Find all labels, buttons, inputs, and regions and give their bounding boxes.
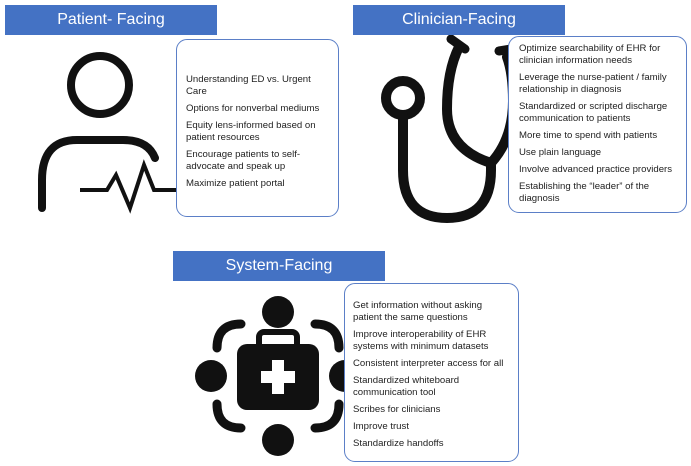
list-item: Consistent interpreter access for all [353, 358, 504, 369]
list-item: Leverage the nurse-patient / family rela… [519, 72, 667, 95]
list-item: Maximize patient portal [186, 178, 285, 189]
system-facing-banner: System-Facing [173, 251, 385, 281]
medical-kit-network-icon [195, 296, 361, 456]
stethoscope-icon [381, 35, 519, 224]
list-item: Standardized or scripted discharge commu… [519, 101, 668, 124]
list-item: Involve advanced practice providers [519, 164, 673, 175]
list-item: More time to spend with patients [519, 130, 658, 141]
list-item: Improve interoperability of EHR systems … [353, 329, 489, 352]
patient-facing-list: Understanding ED vs. Urgent Care Options… [186, 74, 330, 190]
list-item: Scribes for clinicians [353, 404, 441, 415]
system-facing-card: Get information without asking patient t… [344, 283, 519, 462]
list-item: Optimize searchability of EHR for clinic… [519, 43, 661, 66]
patient-facing-card: Understanding ED vs. Urgent Care Options… [176, 39, 339, 217]
list-item: Improve trust [353, 421, 409, 432]
list-item: Use plain language [519, 147, 602, 158]
person-heartbeat-icon [38, 52, 180, 214]
list-item: Encourage patients to self-advocate and … [186, 149, 301, 172]
clinician-facing-card: Optimize searchability of EHR for clinic… [508, 36, 687, 213]
patient-facing-banner: Patient- Facing [5, 5, 217, 35]
list-item: Establishing the “leader” of the diagnos… [519, 181, 650, 204]
list-item: Understanding ED vs. Urgent Care [186, 74, 311, 97]
clinician-facing-banner: Clinician-Facing [353, 5, 565, 35]
list-item: Standardize handoffs [353, 438, 444, 449]
clinician-facing-list: Optimize searchability of EHR for clinic… [519, 43, 681, 205]
list-item: Equity lens-informed based on patient re… [186, 120, 316, 143]
system-facing-list: Get information without asking patient t… [353, 300, 512, 450]
list-item: Get information without asking patient t… [353, 300, 483, 323]
list-item: Options for nonverbal mediums [186, 103, 320, 114]
list-item: Standardized whiteboard communication to… [353, 375, 460, 398]
